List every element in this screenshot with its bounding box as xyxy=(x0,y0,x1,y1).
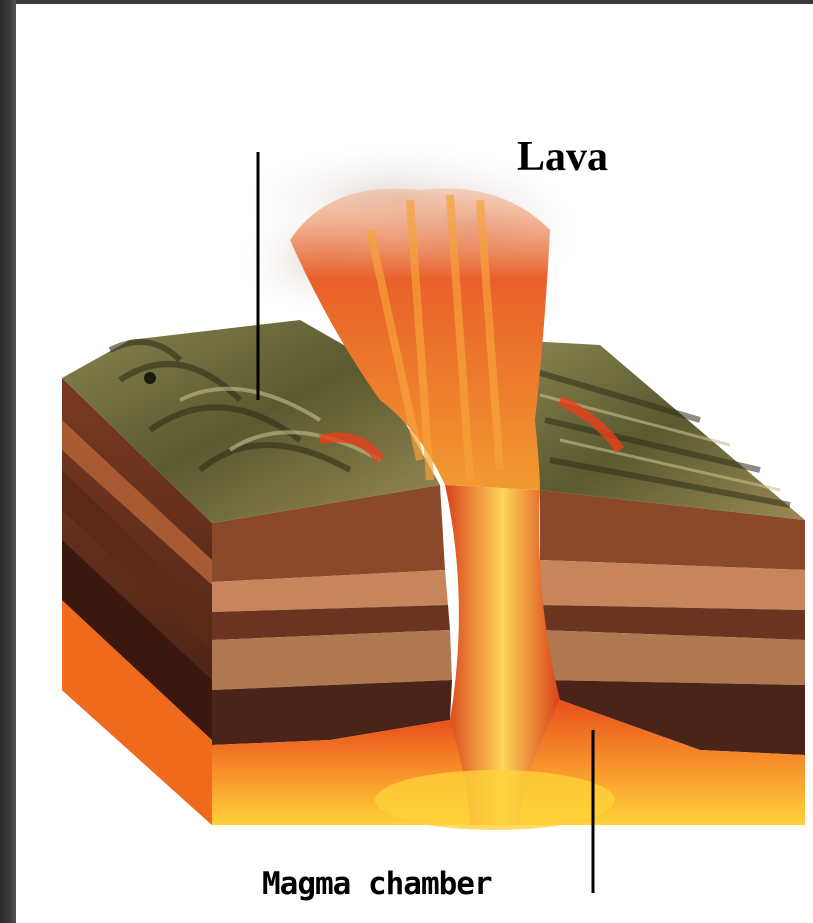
magma-chamber-label: Magma chamber xyxy=(262,866,492,902)
lava-label: Lava xyxy=(517,133,608,181)
rock-strata-front-right xyxy=(520,490,805,825)
rock-strata-front-left xyxy=(212,485,470,825)
